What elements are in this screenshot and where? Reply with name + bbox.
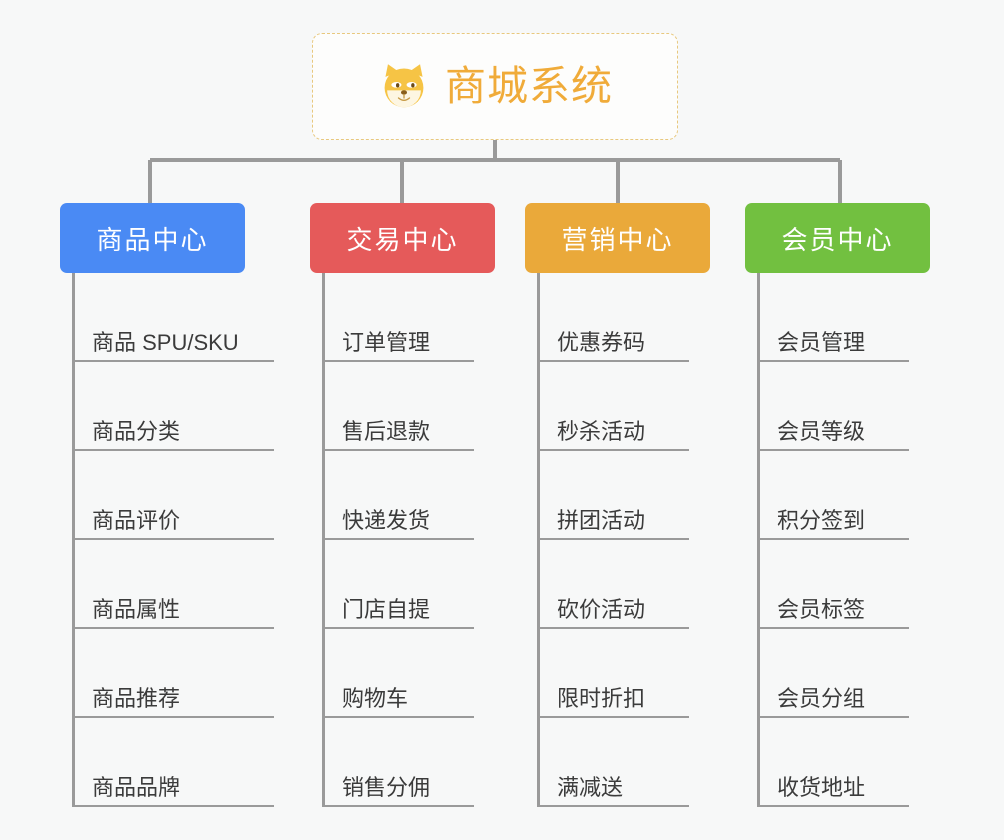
list-item[interactable]: 销售分佣 — [310, 718, 505, 807]
list-item[interactable]: 商品分类 — [60, 362, 300, 451]
list-item[interactable]: 会员分组 — [745, 629, 940, 718]
list-item[interactable]: 商品推荐 — [60, 629, 300, 718]
list-item[interactable]: 商品评价 — [60, 451, 300, 540]
list-item[interactable]: 会员等级 — [745, 362, 940, 451]
leaf-label: 快递发货 — [342, 507, 431, 533]
list-item[interactable]: 售后退款 — [310, 362, 505, 451]
branch-column-2: 营销中心 优惠券码 秒杀活动 拼团活动 砍价活动 限时折扣 — [525, 203, 720, 807]
leaf-label: 销售分佣 — [342, 774, 431, 800]
leaf-rule — [537, 538, 689, 540]
leaf-rule — [72, 449, 274, 451]
leaf-rule — [322, 360, 474, 362]
leaf-rule — [72, 360, 274, 362]
leaf-label: 砍价活动 — [557, 596, 646, 622]
list-item[interactable]: 门店自提 — [310, 540, 505, 629]
category-header-1[interactable]: 交易中心 — [310, 203, 495, 273]
leaf-rule — [757, 627, 909, 629]
branch-spine-2 — [537, 273, 540, 807]
leaf-label: 优惠券码 — [557, 329, 646, 355]
leaf-rule — [322, 627, 474, 629]
leaf-rule — [72, 716, 274, 718]
leaf-label: 商品分类 — [92, 418, 181, 444]
leaf-label: 限时折扣 — [557, 685, 646, 711]
category-header-2[interactable]: 营销中心 — [525, 203, 710, 273]
list-item[interactable]: 商品品牌 — [60, 718, 300, 807]
leaf-rule — [537, 449, 689, 451]
leaf-rule — [537, 805, 689, 807]
category-header-3[interactable]: 会员中心 — [745, 203, 930, 273]
leaf-rule — [757, 360, 909, 362]
leaf-rule — [537, 716, 689, 718]
list-item[interactable]: 优惠券码 — [525, 273, 720, 362]
leaf-rule — [72, 627, 274, 629]
leaf-rule — [537, 627, 689, 629]
branch-column-1: 交易中心 订单管理 售后退款 快递发货 门店自提 购物车 — [310, 203, 505, 807]
leaf-label: 商品属性 — [92, 596, 181, 622]
leaf-label: 商品品牌 — [92, 774, 181, 800]
leaf-rule — [757, 805, 909, 807]
branch-spine-1 — [322, 273, 325, 807]
branch-spine-0 — [72, 273, 75, 807]
branch-column-3: 会员中心 会员管理 会员等级 积分签到 会员标签 会员分组 — [745, 203, 940, 807]
leaf-label: 拼团活动 — [557, 507, 646, 533]
root-node[interactable]: 商城系统 — [312, 33, 678, 140]
leaf-rule — [322, 805, 474, 807]
list-item[interactable]: 收货地址 — [745, 718, 940, 807]
leaf-list-0: 商品 SPU/SKU 商品分类 商品评价 商品属性 商品推荐 商品品牌 — [60, 273, 300, 807]
list-item[interactable]: 会员标签 — [745, 540, 940, 629]
list-item[interactable]: 会员管理 — [745, 273, 940, 362]
category-header-0[interactable]: 商品中心 — [60, 203, 245, 273]
dog-face-icon — [384, 63, 424, 107]
leaf-label: 会员分组 — [777, 685, 866, 711]
list-item[interactable]: 商品属性 — [60, 540, 300, 629]
leaf-rule — [322, 449, 474, 451]
leaf-label: 商品评价 — [92, 507, 181, 533]
root-title: 商城系统 — [445, 63, 613, 109]
leaf-rule — [757, 449, 909, 451]
leaf-list-2: 优惠券码 秒杀活动 拼团活动 砍价活动 限时折扣 满减送 — [525, 273, 720, 807]
list-item[interactable]: 砍价活动 — [525, 540, 720, 629]
leaf-label: 商品推荐 — [92, 685, 181, 711]
leaf-list-1: 订单管理 售后退款 快递发货 门店自提 购物车 销售分佣 — [310, 273, 505, 807]
leaf-rule — [757, 716, 909, 718]
leaf-rule — [72, 538, 274, 540]
leaf-rule — [322, 538, 474, 540]
list-item[interactable]: 订单管理 — [310, 273, 505, 362]
leaf-label: 售后退款 — [342, 418, 431, 444]
leaf-label: 商品 SPU/SKU — [92, 329, 239, 355]
leaf-label: 门店自提 — [342, 596, 431, 622]
list-item[interactable]: 拼团活动 — [525, 451, 720, 540]
branch-column-0: 商品中心 商品 SPU/SKU 商品分类 商品评价 商品属性 商品推荐 — [60, 203, 300, 807]
leaf-label: 订单管理 — [342, 329, 431, 355]
list-item[interactable]: 秒杀活动 — [525, 362, 720, 451]
leaf-rule — [322, 716, 474, 718]
leaf-label: 会员等级 — [777, 418, 866, 444]
branch-spine-3 — [757, 273, 760, 807]
leaf-rule — [757, 538, 909, 540]
leaf-label: 秒杀活动 — [557, 418, 646, 444]
list-item[interactable]: 购物车 — [310, 629, 505, 718]
list-item[interactable]: 商品 SPU/SKU — [60, 273, 300, 362]
leaf-label: 满减送 — [557, 774, 624, 800]
leaf-label: 会员标签 — [777, 596, 866, 622]
leaf-rule — [72, 805, 274, 807]
leaf-label: 会员管理 — [777, 329, 866, 355]
list-item[interactable]: 快递发货 — [310, 451, 505, 540]
leaf-label: 收货地址 — [777, 774, 866, 800]
list-item[interactable]: 满减送 — [525, 718, 720, 807]
leaf-label: 购物车 — [342, 685, 409, 711]
leaf-list-3: 会员管理 会员等级 积分签到 会员标签 会员分组 收货地址 — [745, 273, 940, 807]
leaf-label: 积分签到 — [777, 507, 866, 533]
list-item[interactable]: 限时折扣 — [525, 629, 720, 718]
leaf-rule — [537, 360, 689, 362]
list-item[interactable]: 积分签到 — [745, 451, 940, 540]
